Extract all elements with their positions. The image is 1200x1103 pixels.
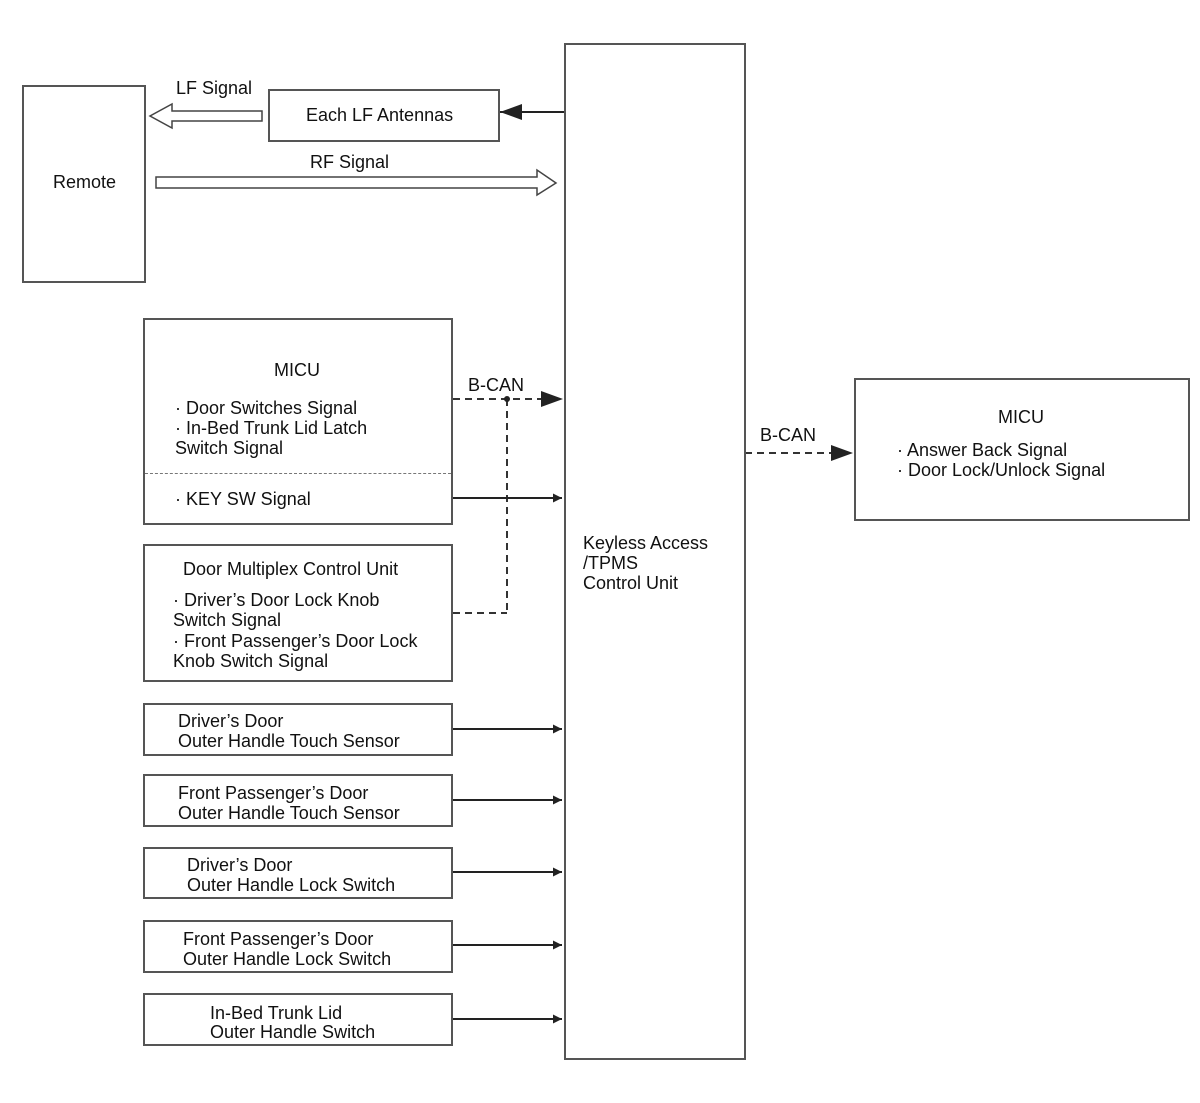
sensor-box-2-line-2: Outer Handle Touch Sensor [178, 803, 400, 823]
rf-signal-arrow [155, 168, 558, 197]
remote-box: Remote [22, 85, 146, 283]
door-multiplex-title: Door Multiplex Control Unit [183, 559, 399, 579]
lf-antennas-label: Each LF Antennas [306, 105, 454, 125]
door-multiplex-item-3: · Front Passenger’s Door Lock [173, 631, 418, 651]
door-multiplex-item-4: Knob Switch Signal [173, 651, 329, 671]
sensor-box-4-line-2: Outer Handle Lock Switch [183, 949, 392, 969]
sensor-box-1-line-1: Driver’s Door [178, 711, 284, 731]
micu-input-divider [145, 473, 451, 474]
lf-signal-arrow [148, 102, 263, 130]
sensor-box-3: Driver’s Door Outer Handle Lock Switch [143, 847, 453, 899]
control-unit-line-1: Keyless Access [583, 533, 709, 553]
remote-label: Remote [53, 172, 117, 192]
micu-input-key-sw: · KEY SW Signal [175, 489, 311, 509]
control-unit-line-2: /TPMS [583, 553, 639, 573]
micu-input-box: MICU · Door Switches Signal · In-Bed Tru… [143, 318, 453, 525]
arrow-to-lf-antennas-head [500, 104, 522, 120]
sensor-box-5-line-2: Outer Handle Switch [210, 1022, 376, 1042]
lf-signal-label: LF Signal [176, 78, 253, 98]
sensor-box-5-line-1: In-Bed Trunk Lid [210, 1003, 343, 1023]
lf-antennas-box: Each LF Antennas [268, 89, 500, 142]
micu-output-box: MICU · Answer Back Signal · Door Lock/Un… [854, 378, 1190, 521]
micu-output-item-2: · Door Lock/Unlock Signal [897, 460, 1106, 480]
control-unit-box: Keyless Access /TPMS Control Unit [564, 43, 746, 1060]
bcan-left-arrowhead [541, 391, 563, 407]
sensor-box-4: Front Passenger’s Door Outer Handle Lock… [143, 920, 453, 973]
bcan-junction-dot [504, 396, 510, 402]
control-unit-line-3: Control Unit [583, 573, 679, 593]
micu-output-item-1: · Answer Back Signal [897, 440, 1068, 460]
micu-input-title: MICU [274, 360, 320, 380]
micu-output-title: MICU [998, 407, 1044, 427]
door-multiplex-item-1: · Driver’s Door Lock Knob [173, 590, 380, 610]
sensor-box-1: Driver’s Door Outer Handle Touch Sensor [143, 703, 453, 756]
micu-input-item-2: · In-Bed Trunk Lid Latch [175, 418, 368, 438]
door-multiplex-item-2: Switch Signal [173, 610, 282, 630]
sensor-box-2-line-1: Front Passenger’s Door [178, 783, 369, 803]
sensor-box-5: In-Bed Trunk Lid Outer Handle Switch [143, 993, 453, 1046]
bcan-right-label: B-CAN [760, 425, 817, 445]
sensor-box-2: Front Passenger’s Door Outer Handle Touc… [143, 774, 453, 827]
bcan-right-arrowhead [831, 445, 853, 461]
sensor-box-4-line-1: Front Passenger’s Door [183, 929, 374, 949]
rf-signal-label: RF Signal [310, 152, 390, 172]
sensor-box-3-line-2: Outer Handle Lock Switch [187, 875, 396, 895]
sensor-box-3-line-1: Driver’s Door [187, 855, 293, 875]
sensor-box-1-line-2: Outer Handle Touch Sensor [178, 731, 400, 751]
door-multiplex-box: Door Multiplex Control Unit · Driver’s D… [143, 544, 453, 682]
micu-input-item-3: Switch Signal [175, 438, 284, 458]
micu-input-item-1: · Door Switches Signal [175, 398, 358, 418]
bcan-left-label: B-CAN [468, 375, 525, 395]
